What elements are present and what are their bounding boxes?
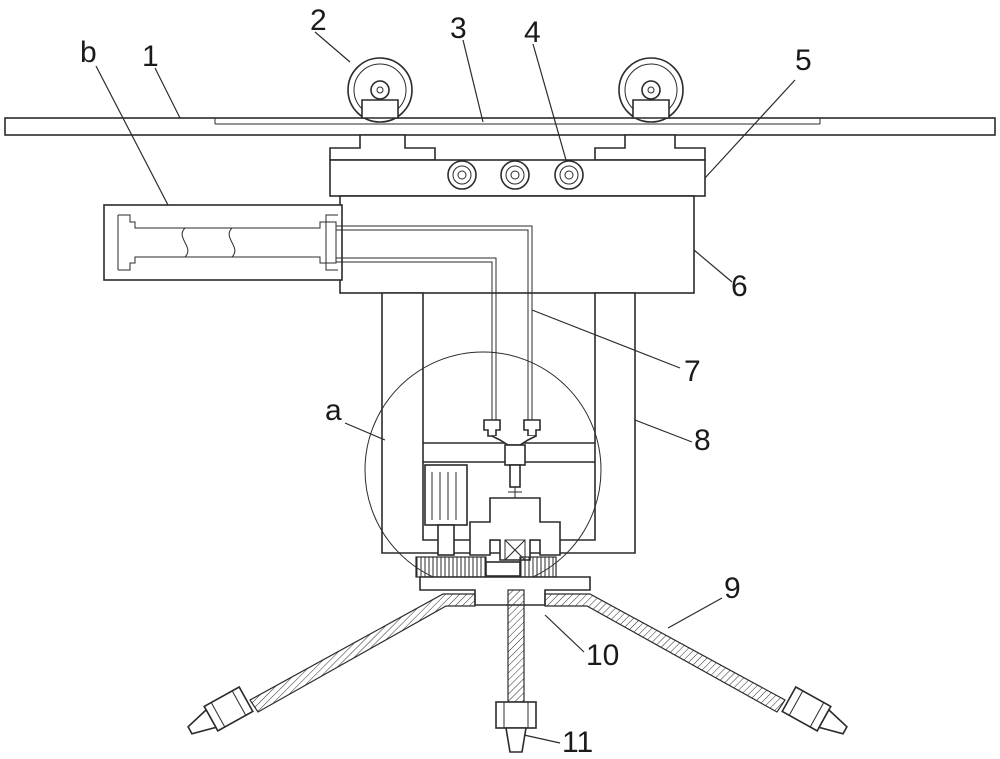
label-6: 6: [731, 270, 748, 303]
pipes: [336, 225, 533, 420]
housing-box: [339, 195, 695, 294]
hydraulic-cylinder: [103, 204, 343, 281]
motor: [424, 464, 468, 556]
label-b: b: [80, 36, 97, 69]
label-7: 7: [684, 355, 701, 388]
small-wheels: [447, 160, 584, 190]
label-3: 3: [450, 12, 467, 45]
label-10: 10: [586, 639, 619, 672]
label-a: a: [325, 394, 342, 427]
label-2: 2: [310, 4, 327, 37]
label-4: 4: [524, 16, 541, 49]
right-arm: [544, 593, 848, 735]
label-5: 5: [795, 44, 812, 77]
label-1: 1: [142, 40, 159, 73]
carriage-top: [329, 134, 706, 161]
center-nozzle: [495, 589, 537, 753]
guide-rail: [4, 117, 996, 136]
pipe-fittings: [483, 419, 541, 498]
roller-left: [347, 57, 413, 123]
gears: [415, 556, 557, 578]
leader-lines: [95, 31, 796, 744]
label-11: 11: [562, 726, 593, 759]
label-8: 8: [694, 424, 711, 457]
left-arm: [187, 593, 476, 735]
gearbox: [469, 497, 561, 561]
label-9: 9: [724, 572, 741, 605]
roller-right: [618, 57, 684, 123]
